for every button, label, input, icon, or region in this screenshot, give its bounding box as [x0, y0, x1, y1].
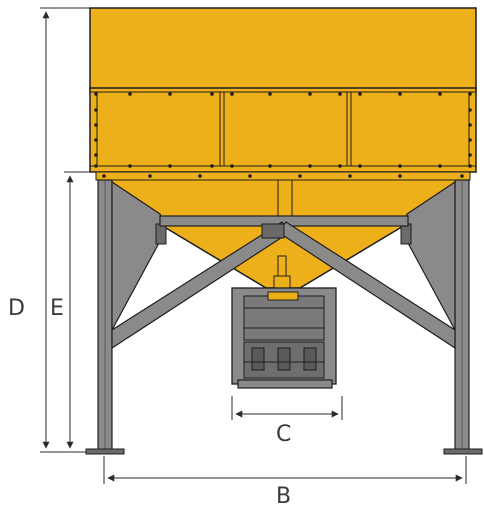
dimension-label-b: B	[276, 484, 292, 509]
hopper-upper-section	[89, 7, 477, 173]
dimension-label-d: D	[8, 296, 25, 321]
discharge-feeder	[231, 255, 337, 389]
dimension-lines	[40, 7, 467, 484]
dimension-label-c: C	[276, 422, 292, 447]
dimension-label-e: E	[50, 296, 64, 321]
support-frame	[85, 179, 483, 455]
